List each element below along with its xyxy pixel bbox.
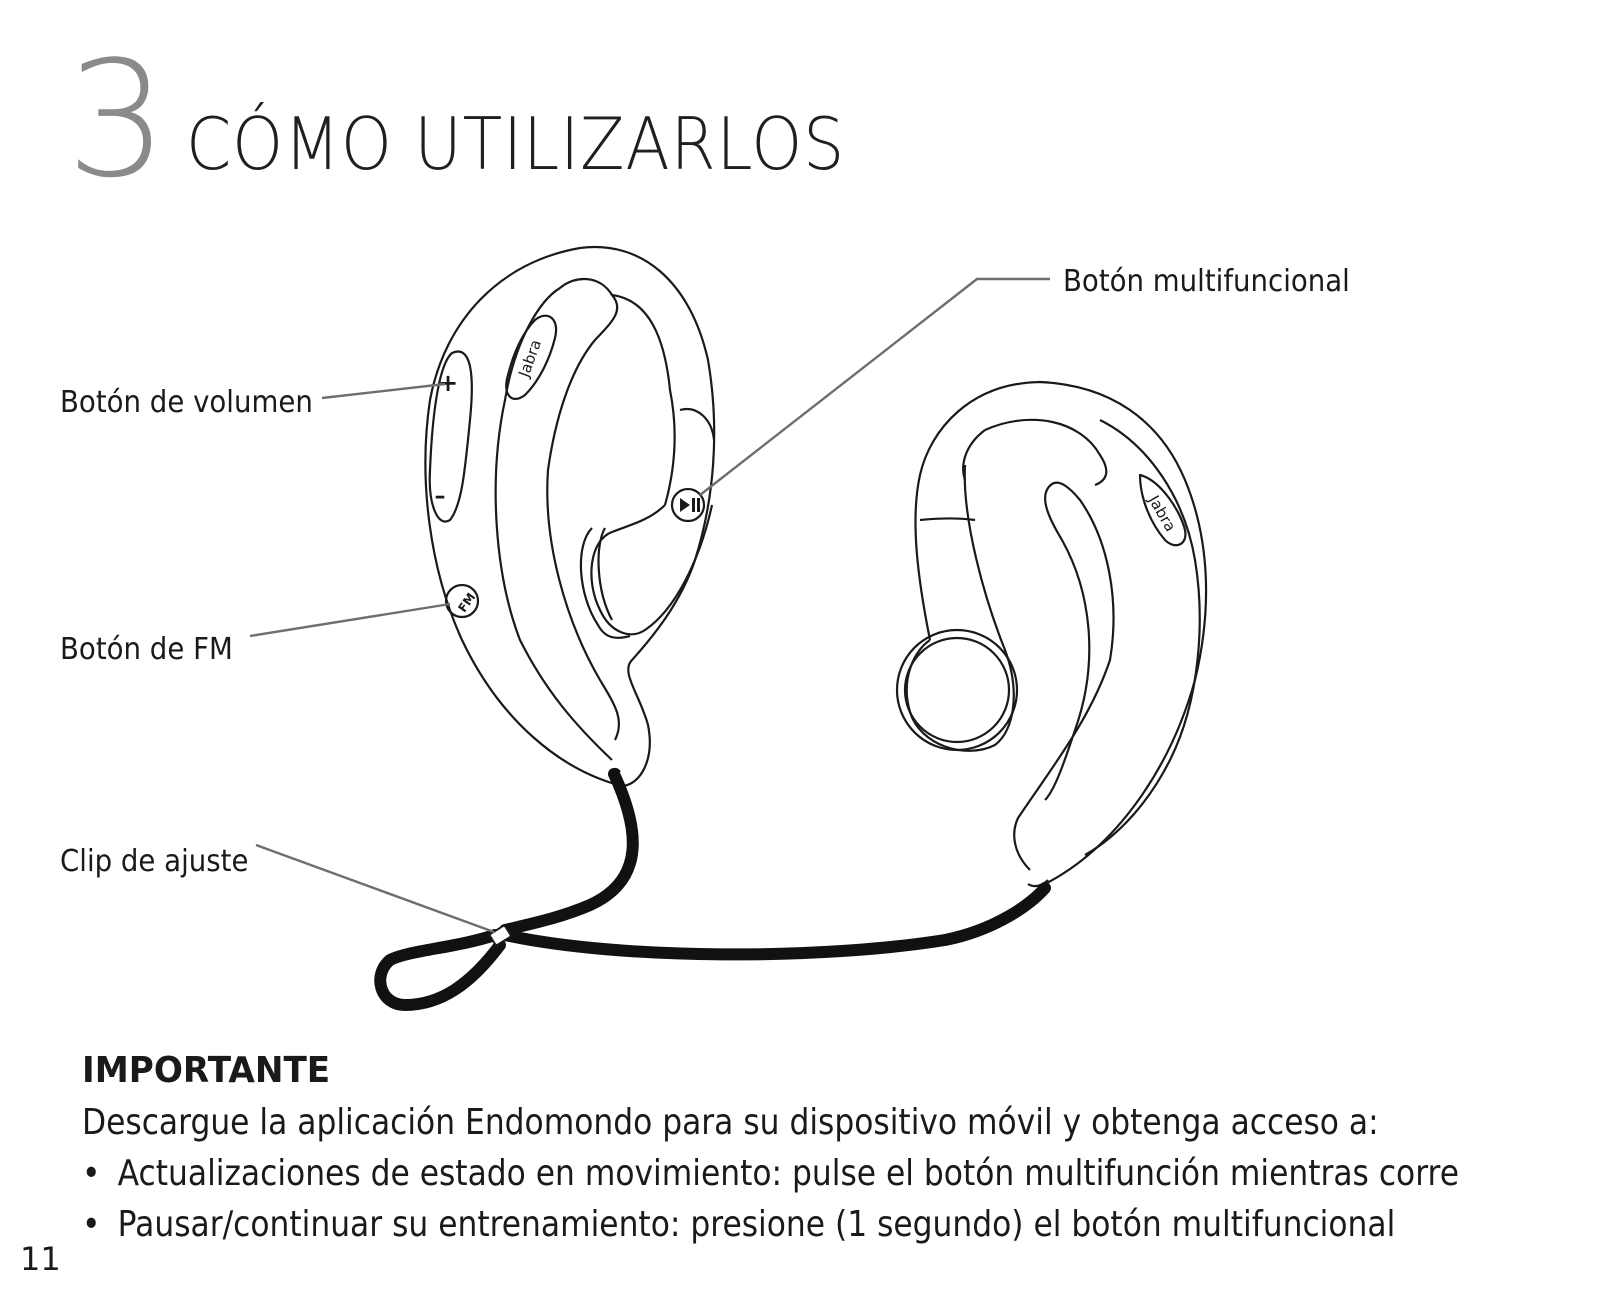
volume-plus-icon: + [438,369,458,397]
headset-left-earpiece [424,245,716,788]
chapter-number: 3 [66,26,168,213]
callout-volume-button: Botón de volumen [60,385,313,420]
play-pause-icon [680,498,700,512]
note-bullet-2: • Pausar/continuar su entrenamiento: pre… [82,1199,1395,1250]
volume-minus-icon: – [435,484,446,509]
callout-multifunction-button: Botón multifuncional [1063,264,1350,299]
note-bullet-text: Actualizaciones de estado en movimiento:… [117,1153,1460,1194]
note-heading: IMPORTANTE [82,1050,331,1091]
callout-fm-button: Botón de FM [60,632,233,667]
bullet-symbol: • [82,1204,101,1245]
leader-line-multifunction [699,277,1050,496]
note-bullet-text: Pausar/continuar su entrenamiento: presi… [117,1204,1396,1245]
callout-clip: Clip de ajuste [60,844,249,879]
leader-lines [249,277,1050,934]
page-number: 11 [20,1240,61,1278]
note-intro: Descargue la aplicación Endomondo para s… [82,1102,1379,1143]
neckband-cord [374,768,1051,1011]
leader-line-fm [249,602,451,638]
leader-line-volume [321,382,446,400]
note-bullet-1: • Actualizaciones de estado en movimient… [82,1148,1459,1199]
headset-illustration: Jabra + – FM Jabra [249,245,1208,1011]
leader-line-clip [255,843,495,934]
important-note: IMPORTANTE Descargue la aplicación Endom… [82,1050,1582,1250]
adjustment-clip [488,924,512,946]
chapter-title: CÓMO UTILIZARLOS [186,102,846,186]
headset-right-earpiece [895,380,1208,888]
bullet-symbol: • [82,1153,101,1194]
